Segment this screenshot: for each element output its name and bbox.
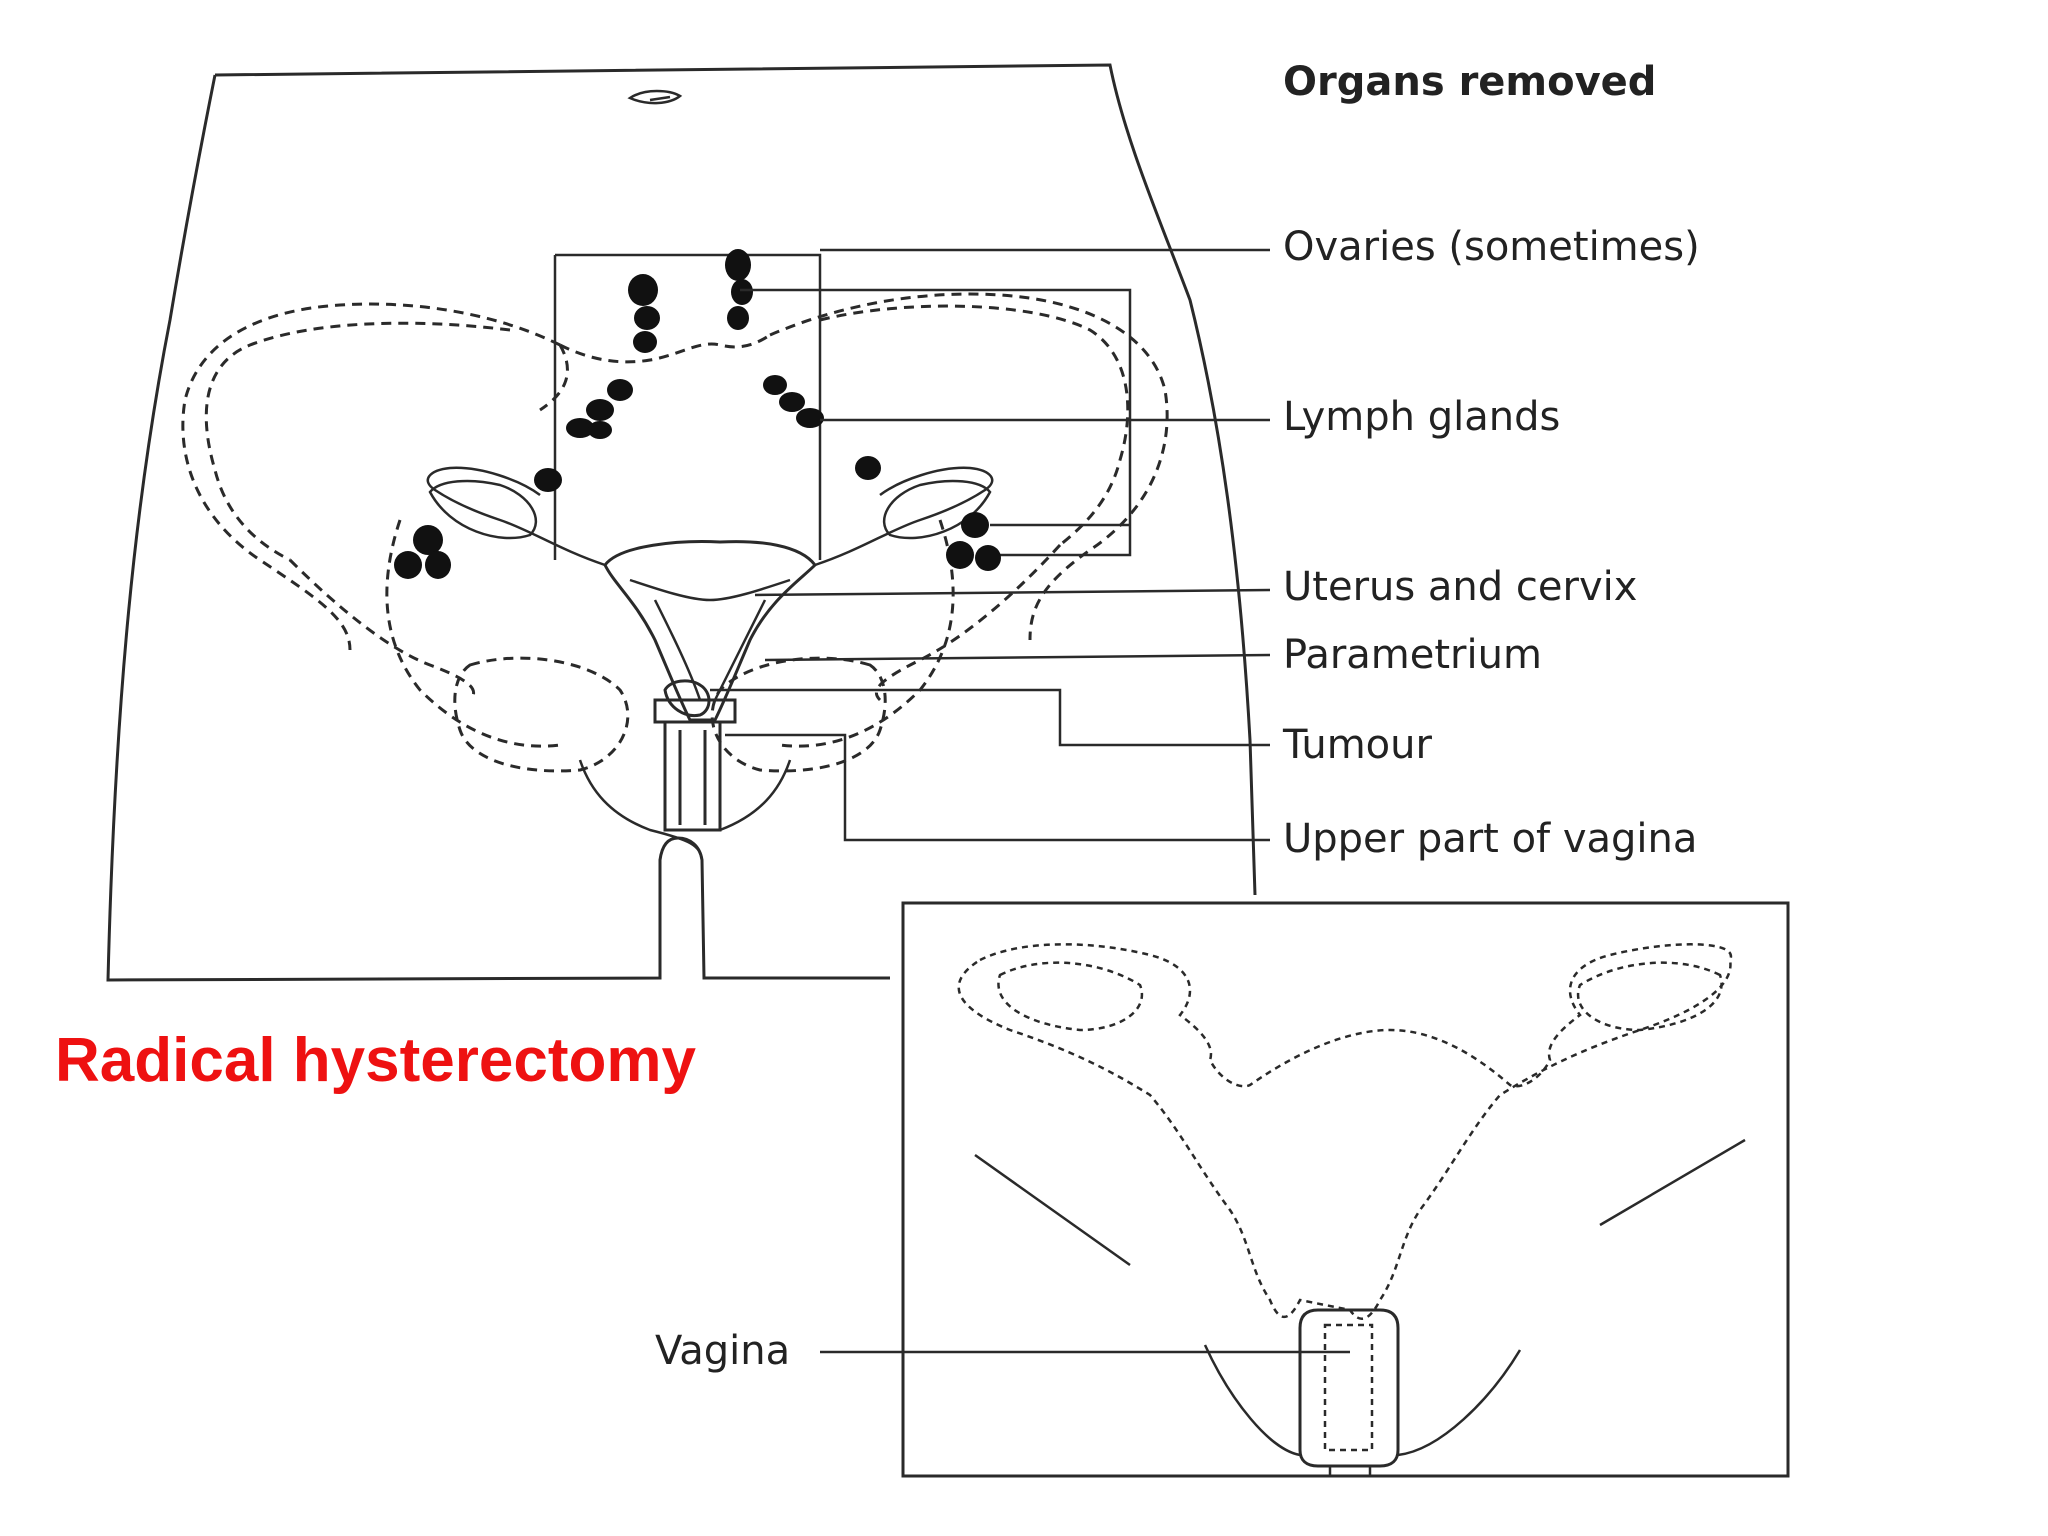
inset-removed-outline xyxy=(957,943,1733,1320)
lymph-nodes xyxy=(394,249,1001,579)
leader-ovaries xyxy=(740,248,1270,292)
lymph-node xyxy=(961,512,989,538)
lymph-node xyxy=(394,551,422,579)
lymph-node xyxy=(634,306,660,330)
pelvis-lower xyxy=(288,519,1062,748)
lymph-node xyxy=(566,418,594,438)
lymph-node xyxy=(607,379,633,401)
main-diagram: Organs removed Ovaries (sometimes) Lymph… xyxy=(106,59,1700,982)
lymph-node xyxy=(855,456,881,480)
inset-frame xyxy=(901,901,1790,1478)
pelvis-right-inner xyxy=(819,304,1130,547)
inset-ovary-right xyxy=(1576,961,1723,1032)
lymph-node xyxy=(588,421,612,439)
lymph-node xyxy=(534,468,562,492)
heading-organs-removed: Organs removed xyxy=(1283,59,1656,105)
inset-ovary-left xyxy=(997,961,1144,1032)
lymph-node xyxy=(731,279,753,305)
lymph-node xyxy=(763,375,787,395)
navel xyxy=(627,89,683,105)
sacrum xyxy=(559,333,771,364)
page-title: Radical hysterectomy xyxy=(55,1026,696,1095)
leader-uterus-cervix xyxy=(754,588,1271,597)
lymph-node xyxy=(425,551,451,579)
obturator-left xyxy=(453,656,630,773)
label-ovaries: Ovaries (sometimes) xyxy=(1283,224,1700,270)
lymph-node xyxy=(628,274,658,306)
inset-vagina xyxy=(1298,1308,1400,1468)
pelvis-left xyxy=(181,302,569,651)
label-parametrium: Parametrium xyxy=(1283,632,1542,678)
label-tumour: Tumour xyxy=(1282,722,1433,768)
label-uterus-cervix: Uterus and cervix xyxy=(1283,564,1637,610)
pelvis-right xyxy=(769,292,1169,641)
inset-floor-curves xyxy=(1203,1344,1522,1476)
lymph-box-right xyxy=(820,288,1132,557)
lymph-node xyxy=(779,392,805,412)
uterus-outline xyxy=(603,540,817,722)
tube-left xyxy=(426,466,606,567)
ovary-right xyxy=(882,479,992,540)
lymph-node xyxy=(727,306,749,330)
inset-diagram: Vagina xyxy=(655,901,1790,1478)
lymph-node xyxy=(725,249,751,281)
leader-upper-vagina xyxy=(725,733,1270,842)
vagina-tube xyxy=(663,722,722,832)
leader-tumour xyxy=(710,688,1270,747)
tube-right xyxy=(814,466,994,567)
lymph-node xyxy=(975,545,1001,571)
lymph-node xyxy=(796,408,824,428)
obturator-right xyxy=(710,656,887,773)
body-outline xyxy=(106,63,1257,982)
inset-side-left xyxy=(974,1153,1131,1267)
ovary-left xyxy=(428,479,538,540)
lymph-node xyxy=(586,399,614,421)
inset-side-right xyxy=(1599,1138,1746,1227)
lymph-node xyxy=(633,331,657,353)
cervix-box xyxy=(653,698,737,724)
label-vagina: Vagina xyxy=(655,1328,790,1374)
inset-vagina-inner xyxy=(1323,1323,1374,1452)
lymph-node xyxy=(946,541,974,569)
pubic-arch xyxy=(578,759,792,861)
pelvis-left-inner xyxy=(204,321,511,562)
label-upper-vagina: Upper part of vagina xyxy=(1283,816,1697,862)
leader-parametrium xyxy=(764,653,1271,662)
label-lymph-glands: Lymph glands xyxy=(1283,394,1560,440)
lymph-node xyxy=(413,525,443,555)
lymph-box-outer xyxy=(553,253,822,560)
